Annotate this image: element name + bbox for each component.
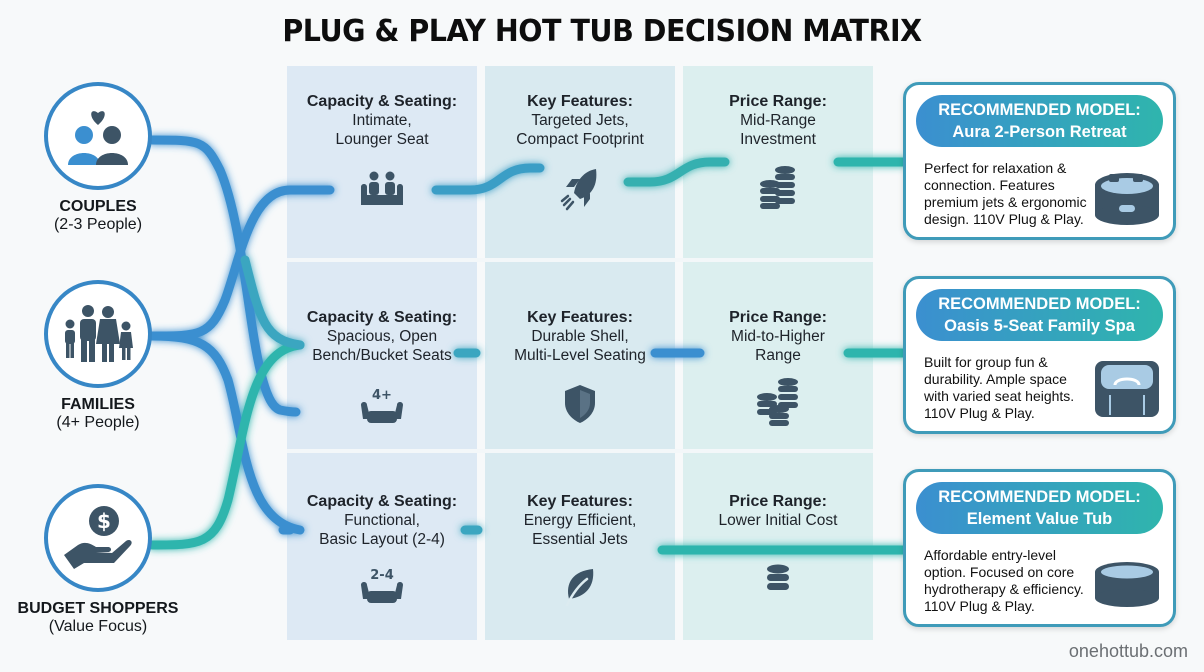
recommended-model-badge: RECOMMENDED MODEL: Oasis 5-Seat Family S…: [916, 289, 1163, 341]
recommended-model-badge: RECOMMENDED MODEL: Element Value Tub: [916, 482, 1163, 534]
square-hot-tub-icon: [1095, 361, 1159, 417]
couple-heart-icon: [68, 111, 128, 165]
persona-families: FAMILIES (4+ People): [0, 280, 198, 432]
page-title: PLUG & PLAY HOT TUB DECISION MATRIX: [282, 14, 922, 49]
cell-capacity-couples: Capacity & Seating: Intimate, Lounger Se…: [287, 92, 477, 212]
cell-price-couples: Price Range: Mid-Range Investment: [683, 92, 873, 214]
hand-dollar-icon: $: [64, 506, 132, 569]
persona-label: FAMILIES: [61, 396, 135, 413]
leaf-icon: [565, 569, 594, 607]
coin-stacks-large-icon: [757, 378, 798, 426]
persona-sub: (Value Focus): [48, 618, 148, 635]
persona-label: COUPLES: [59, 198, 137, 215]
model-name: Element Value Tub: [966, 510, 1113, 528]
cell-features-families: Key Features: Durable Shell, Multi-Level…: [485, 308, 675, 430]
recommendation-card-aura[interactable]: RECOMMENDED MODEL: Aura 2-Person Retreat…: [903, 82, 1176, 240]
persona-circle: [44, 82, 152, 190]
cell-price-budget: Price Range: Lower Initial Cost: [683, 492, 873, 597]
sofa-4plus-icon: 4+: [361, 388, 403, 423]
column-features: [485, 66, 675, 640]
cell-features-couples: Key Features: Targeted Jets, Compact Foo…: [485, 92, 675, 216]
row-divider: [287, 449, 873, 453]
model-description: Perfect for relaxation & connection. Fea…: [924, 160, 1087, 227]
recommendation-card-element[interactable]: RECOMMENDED MODEL: Element Value Tub Aff…: [903, 469, 1176, 627]
sofa-2to4-icon: 2-4: [361, 568, 403, 603]
column-capacity: [287, 66, 477, 640]
coin-single-stack-icon: [767, 564, 789, 590]
lounger-seat-icon: [361, 171, 403, 205]
persona-sub: (2-3 People): [53, 216, 143, 233]
persona-circle: $: [44, 484, 152, 592]
family-icon: [65, 305, 133, 362]
svg-text:$: $: [97, 509, 111, 533]
persona-budget-shoppers: $ BUDGET SHOPPERS (Value Focus): [0, 484, 198, 636]
cell-features-budget: Key Features: Energy Efficient, Essentia…: [485, 492, 675, 612]
svg-text:4+: 4+: [372, 388, 392, 403]
model-description: Affordable entry-level option. Focused o…: [924, 547, 1084, 614]
recommendation-card-oasis[interactable]: RECOMMENDED MODEL: Oasis 5-Seat Family S…: [903, 276, 1176, 434]
persona-circle: [44, 280, 152, 388]
cell-price-families: Price Range: Mid-to-Higher Range: [683, 308, 873, 432]
rocket-icon: [560, 169, 597, 211]
cell-capacity-budget: Capacity & Seating: Functional, Basic La…: [287, 492, 477, 610]
row-divider: [287, 258, 873, 262]
round-hot-tub-icon: [1095, 173, 1159, 225]
model-name: Aura 2-Person Retreat: [952, 123, 1127, 141]
shield-icon: [565, 385, 595, 423]
persona-label: BUDGET SHOPPERS: [17, 600, 179, 617]
model-name: Oasis 5-Seat Family Spa: [944, 317, 1135, 335]
coin-stacks-icon: [760, 166, 795, 209]
recommended-model-badge: RECOMMENDED MODEL: Aura 2-Person Retreat: [916, 95, 1163, 147]
basic-hot-tub-icon: [1095, 562, 1159, 607]
persona-couples: COUPLES (2-3 People): [0, 82, 198, 234]
watermark: onehottub.com: [1068, 641, 1188, 661]
persona-sub: (4+ People): [56, 414, 140, 431]
model-description: Built for group fun & durability. Ample …: [924, 354, 1075, 421]
cell-capacity-families: Capacity & Seating: Spacious, Open Bench…: [287, 308, 477, 430]
svg-text:2-4: 2-4: [370, 568, 394, 583]
